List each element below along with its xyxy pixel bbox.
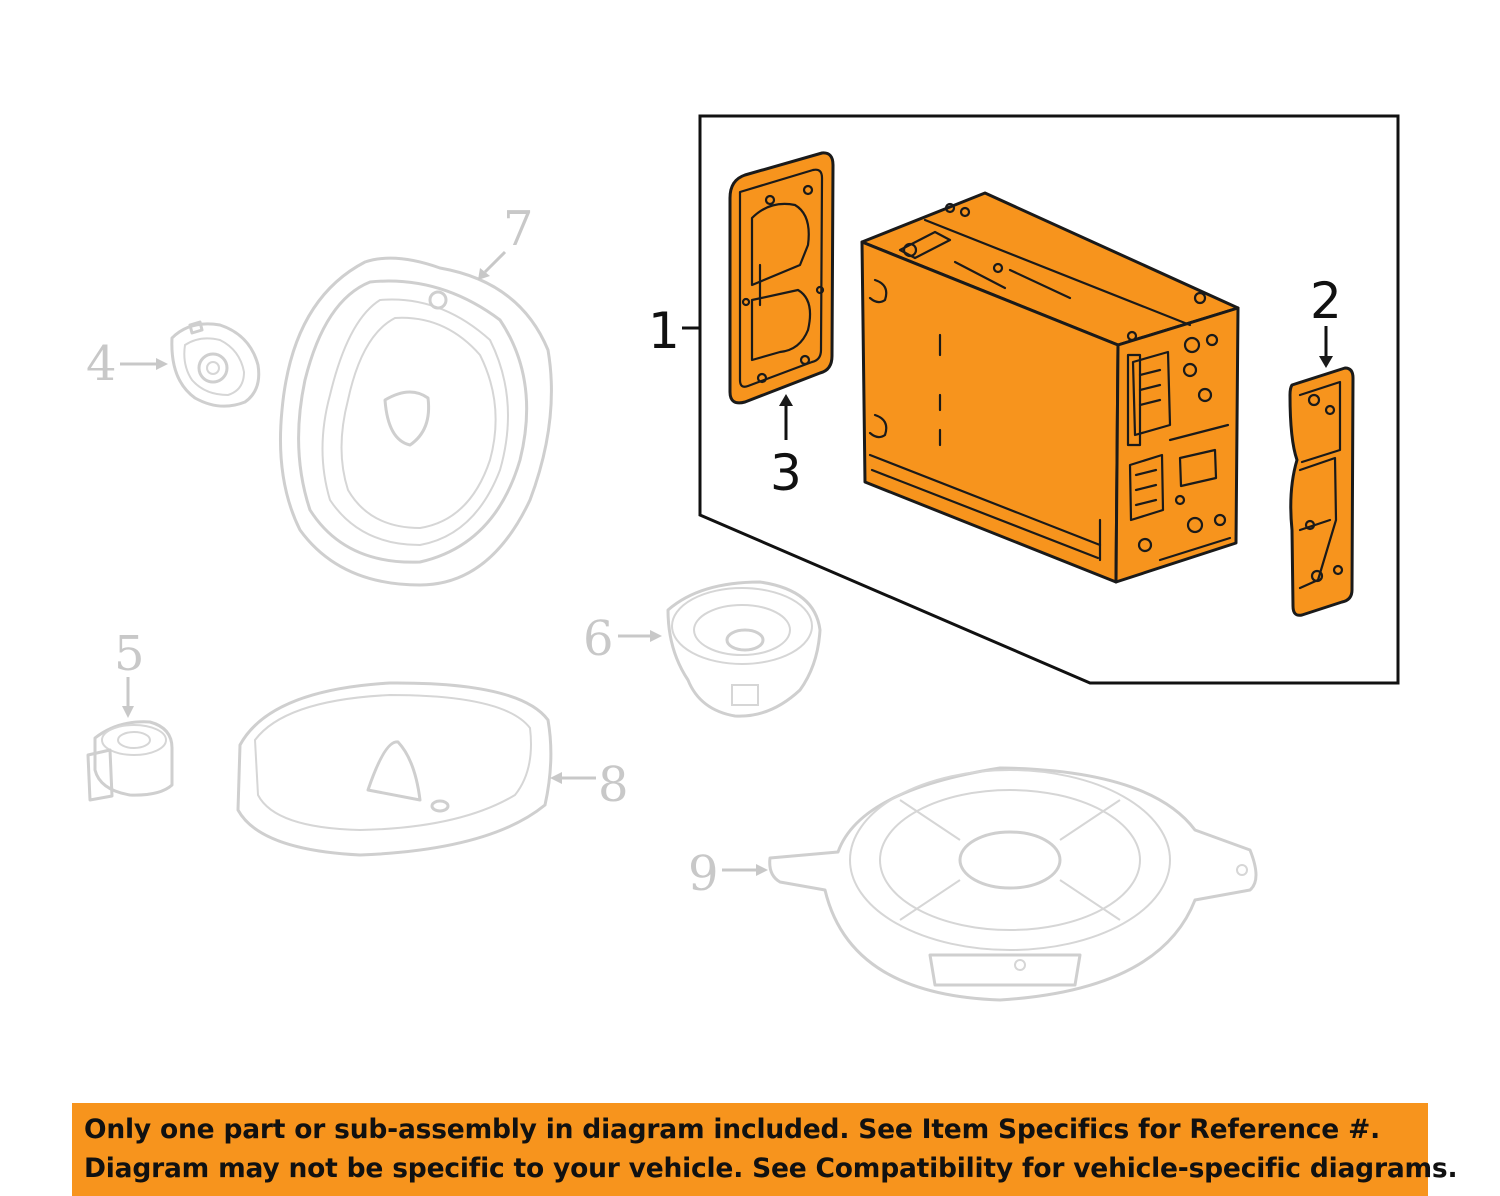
left-bracket-part	[728, 151, 835, 405]
disclaimer-line-2: Diagram may not be specific to your vehi…	[84, 1153, 1458, 1184]
inset-frame	[698, 114, 1400, 685]
callout-8: 8	[598, 757, 629, 813]
callout-5: 5	[114, 626, 145, 682]
tweeter-6	[666, 580, 822, 718]
disclaimer-line-1: Only one part or sub-assembly in diagram…	[84, 1114, 1380, 1145]
callout-2: 2	[1310, 272, 1342, 330]
callout-9: 9	[688, 846, 719, 902]
disclaimer-banner: Only one part or sub-assembly in diagram…	[72, 1103, 1458, 1196]
speaker-7	[279, 256, 553, 587]
callout-6: 6	[583, 611, 614, 667]
speaker-9	[768, 766, 1258, 1002]
speaker-8	[236, 681, 553, 857]
tweeter-4	[170, 320, 261, 408]
callout-1: 1	[648, 302, 680, 360]
right-bracket-part	[1288, 366, 1355, 617]
callout-4: 4	[86, 336, 117, 392]
leader-lines	[120, 250, 1333, 876]
radio-head-unit-part	[860, 191, 1240, 584]
clip-5	[86, 720, 174, 802]
callout-3: 3	[770, 444, 802, 502]
callout-7: 7	[503, 201, 534, 257]
